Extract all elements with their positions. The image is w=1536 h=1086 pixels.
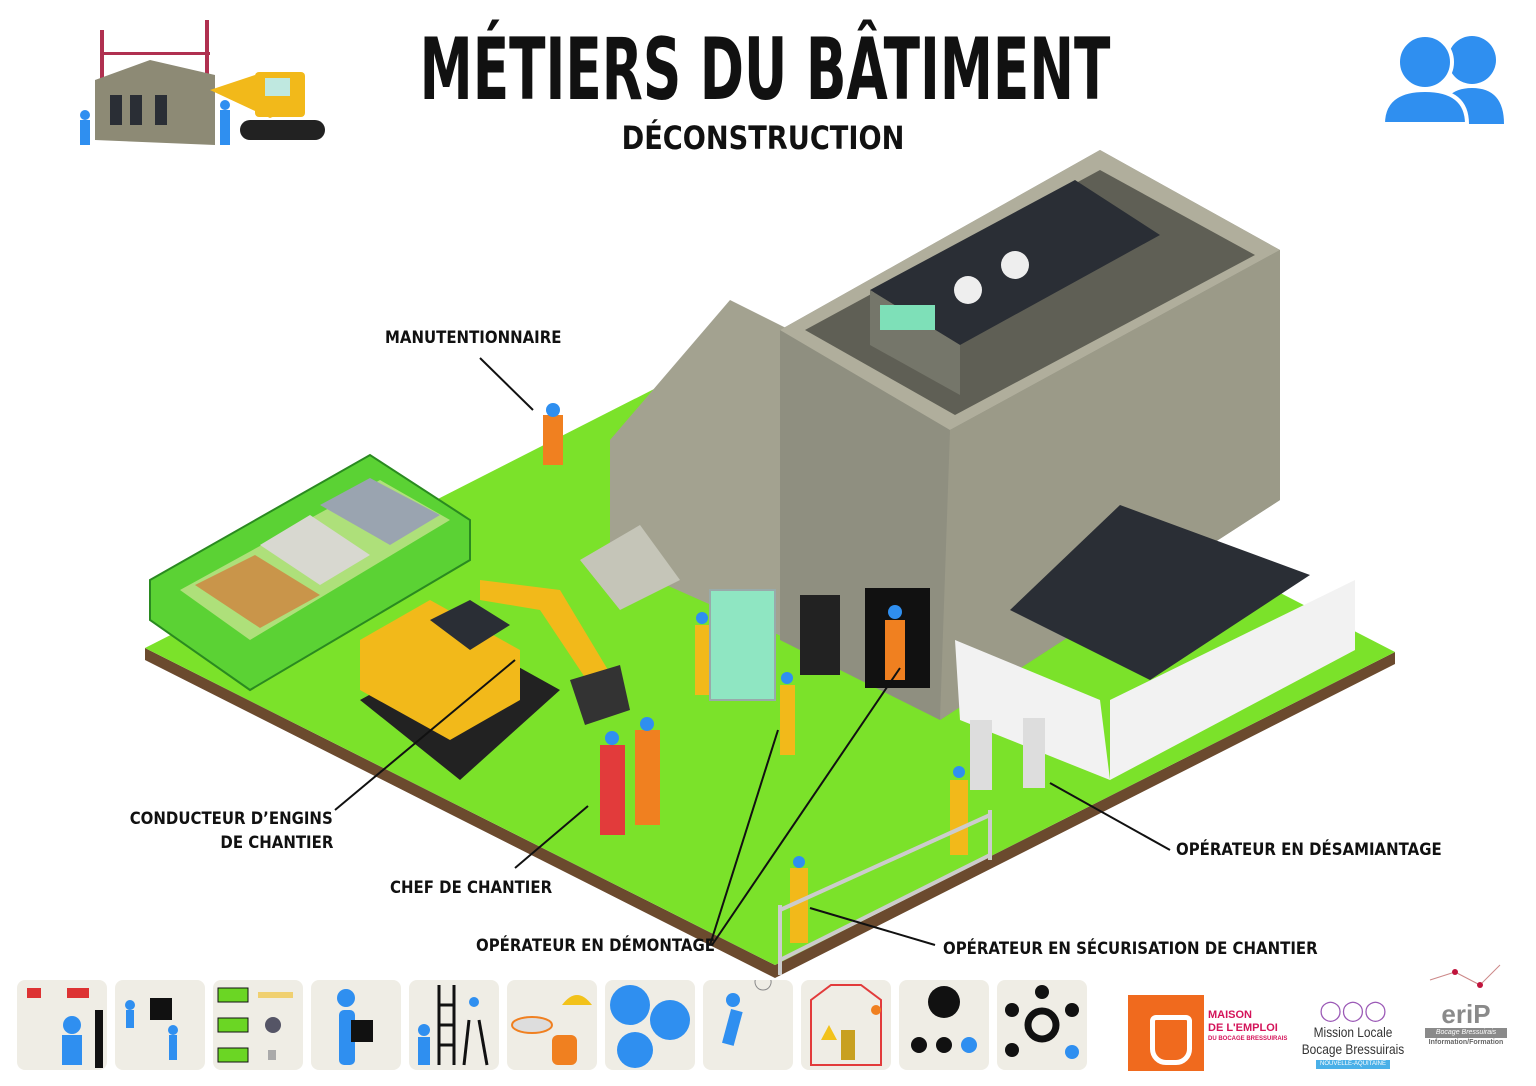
mission-locale-region: NOUVELLE-AQUITAINE	[1316, 1060, 1390, 1069]
label-chef-de-chantier: CHEF DE CHANTIER	[390, 878, 553, 898]
demolition-scene-icon	[80, 20, 325, 145]
site-navigation-icon	[703, 980, 793, 1070]
ear-eye-protection-icon	[605, 980, 695, 1070]
mission-locale-line2: Bocage Bressuirais	[1301, 1041, 1405, 1057]
label-conducteur-line2: DE CHANTIER	[220, 833, 333, 853]
label-operateur-desamiantage: OPÉRATEUR EN DÉSAMIANTAGE	[1176, 840, 1442, 860]
erip-sub: Information/Formation	[1428, 1039, 1504, 1046]
workers	[543, 403, 1045, 943]
team-hierarchy-icon	[899, 980, 989, 1070]
building	[580, 150, 1355, 780]
gate	[778, 810, 992, 975]
page-subtitle: DÉCONSTRUCTION	[621, 119, 905, 157]
erip-logo: eriP Bocage Bressuirais Information/Form…	[1425, 960, 1507, 1048]
safety-equipment-icon	[507, 980, 597, 1070]
demolition-workers-icon	[115, 980, 205, 1070]
two-people-icon	[1380, 33, 1504, 126]
label-manutentionnaire: MANUTENTIONNAIRE	[385, 328, 562, 348]
mission-locale-line1: Mission Locale	[1313, 1024, 1393, 1040]
job-icon-strip	[17, 980, 1087, 1070]
waste-skips	[149, 453, 471, 692]
leader-lines	[334, 357, 1171, 946]
erip-tag: Bocage Bressuirais	[1425, 1028, 1507, 1038]
maison-emploi-line1: MAISON	[1208, 1009, 1252, 1021]
power-tools-icon	[17, 980, 107, 1070]
label-conducteur-line1: CONDUCTEUR D’ENGINS	[129, 809, 333, 829]
maison-emploi-logo: MAISON DE L'EMPLOI DU BOCAGE BRESSUIRAIS	[1128, 995, 1288, 1071]
maison-emploi-line3: DU BOCAGE BRESSUIRAIS	[1208, 1036, 1288, 1042]
carrying-box-icon	[311, 980, 401, 1070]
mission-locale-logo: ◯◯◯ Mission Locale Bocage Bressuirais NO…	[1286, 998, 1420, 1069]
hazard-signage-icon	[801, 980, 891, 1070]
erip-name: eriP	[1441, 999, 1491, 1029]
team-settings-icon	[997, 980, 1087, 1070]
label-operateur-securisation: OPÉRATEUR EN SÉCURISATION DE CHANTIER	[943, 939, 1318, 959]
label-operateur-demontage: OPÉRATEUR EN DÉMONTAGE	[476, 936, 715, 956]
excavator	[360, 580, 630, 780]
page-title: MÉTIERS DU BÂTIMENT	[419, 20, 1111, 120]
waste-sorting-skips-icon	[213, 980, 303, 1070]
maison-emploi-line2: DE L'EMPLOI	[1208, 1022, 1278, 1034]
ladder-workers-icon	[409, 980, 499, 1070]
